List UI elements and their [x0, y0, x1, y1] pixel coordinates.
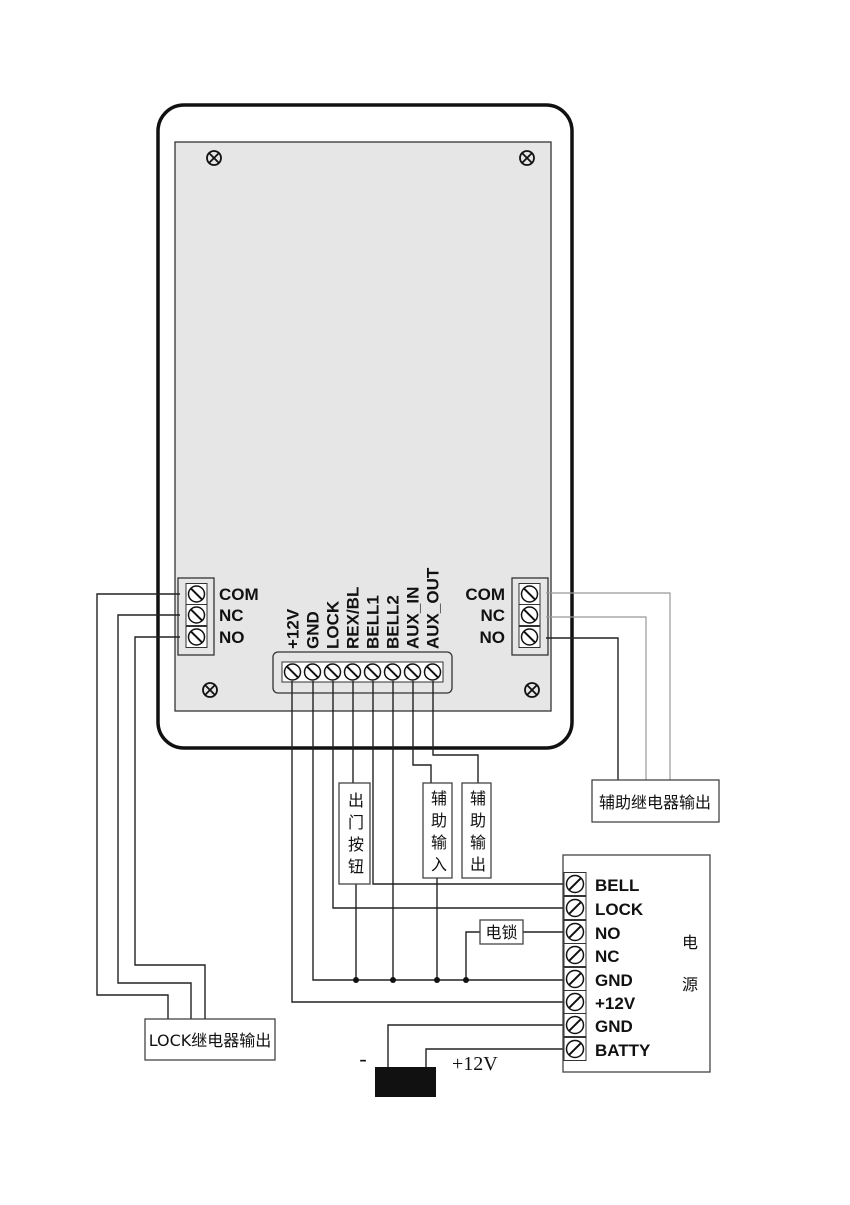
- battery-plus-label: +12V: [452, 1053, 498, 1075]
- wires: [96, 592, 671, 1067]
- main-terminal-label: BELL1: [364, 595, 383, 649]
- aux-output-label: 辅助输出: [467, 790, 486, 878]
- mounting-screw-icon: [519, 150, 535, 166]
- main-terminal-label: REX/BL: [344, 587, 363, 649]
- electric-lock-label: 电锁: [485, 923, 517, 942]
- main-terminal-label: BELL2: [384, 595, 403, 649]
- psu-terminal-bell: [565, 874, 585, 894]
- power-supply-box: [562, 854, 711, 1073]
- power-supply-title-2: 源: [682, 975, 698, 994]
- main-terminal-label: LOCK: [324, 600, 343, 649]
- device-board: [174, 141, 552, 712]
- aux-input-box: [422, 782, 453, 879]
- mounting-screw-icon: [202, 682, 218, 698]
- left-relay-label: NC: [219, 606, 244, 625]
- lock-relay-output-box: [144, 1018, 276, 1061]
- right-relay-label: NO: [480, 628, 506, 647]
- main-terminal--12v: [283, 663, 302, 681]
- right-relay-label: NC: [480, 606, 505, 625]
- psu-terminal-gnd: [565, 1015, 585, 1035]
- psu-terminal-label: GND: [595, 971, 633, 990]
- battery: [375, 1067, 436, 1097]
- right-relay-terminal-com: [520, 585, 539, 603]
- psu-terminal-no: [565, 922, 585, 942]
- aux-relay-output-box: [591, 779, 720, 823]
- psu-terminal-nc: [565, 945, 585, 965]
- psu-terminal-label: NO: [595, 924, 621, 943]
- psu-terminal-label: LOCK: [595, 900, 644, 919]
- psu-terminal-label: BELL: [595, 876, 639, 895]
- main-terminal-aux-out: [423, 663, 442, 681]
- left-relay-terminal-com: [187, 585, 206, 603]
- left-relay-terminal-no: [187, 628, 206, 646]
- psu-terminal-label: GND: [595, 1017, 633, 1036]
- psu-terminal-label: +12V: [595, 994, 636, 1013]
- psu-terminal-gnd: [565, 969, 585, 989]
- main-terminal-label: +12V: [284, 608, 303, 649]
- aux-output-box: [461, 782, 492, 879]
- mounting-screw-icon: [524, 682, 540, 698]
- psu-terminal-lock: [565, 898, 585, 918]
- electric-lock-box: [479, 919, 524, 945]
- right-relay-terminal-no: [520, 628, 539, 646]
- mounting-screw-icon: [206, 150, 222, 166]
- power-supply-title-1: 电: [682, 933, 698, 952]
- psu-terminal-label: NC: [595, 947, 620, 966]
- left-relay-label: NO: [219, 628, 245, 647]
- left-relay-label: COM: [219, 585, 259, 604]
- battery-minus-label: -: [359, 1046, 366, 1071]
- junction-dots: [353, 977, 469, 983]
- main-terminal-label: GND: [304, 611, 323, 649]
- main-terminal-aux-in: [403, 663, 422, 681]
- main-terminal-rex-bl: [343, 663, 362, 681]
- psu-terminal--12v: [565, 992, 585, 1012]
- main-terminal-bell2: [383, 663, 402, 681]
- aux-relay-output-label: 辅助继电器输出: [599, 793, 711, 812]
- left-relay-terminal-nc: [187, 606, 206, 624]
- main-terminal-gnd: [303, 663, 322, 681]
- right-relay-terminal-nc: [520, 606, 539, 624]
- main-terminal-lock: [323, 663, 342, 681]
- psu-terminal-batty: [565, 1039, 585, 1059]
- psu-terminal-label: BATTY: [595, 1041, 651, 1060]
- main-terminal-label: AUX_OUT: [424, 567, 443, 649]
- exit-button-label: 出门按钮: [345, 792, 364, 880]
- right-relay-label: COM: [465, 585, 505, 604]
- exit-button-box: [338, 782, 371, 885]
- main-terminal-label: AUX_IN: [404, 587, 423, 649]
- lock-relay-output-label: LOCK继电器输出: [149, 1031, 272, 1050]
- main-terminal-bell1: [363, 663, 382, 681]
- aux-input-label: 辅助输入: [428, 790, 447, 878]
